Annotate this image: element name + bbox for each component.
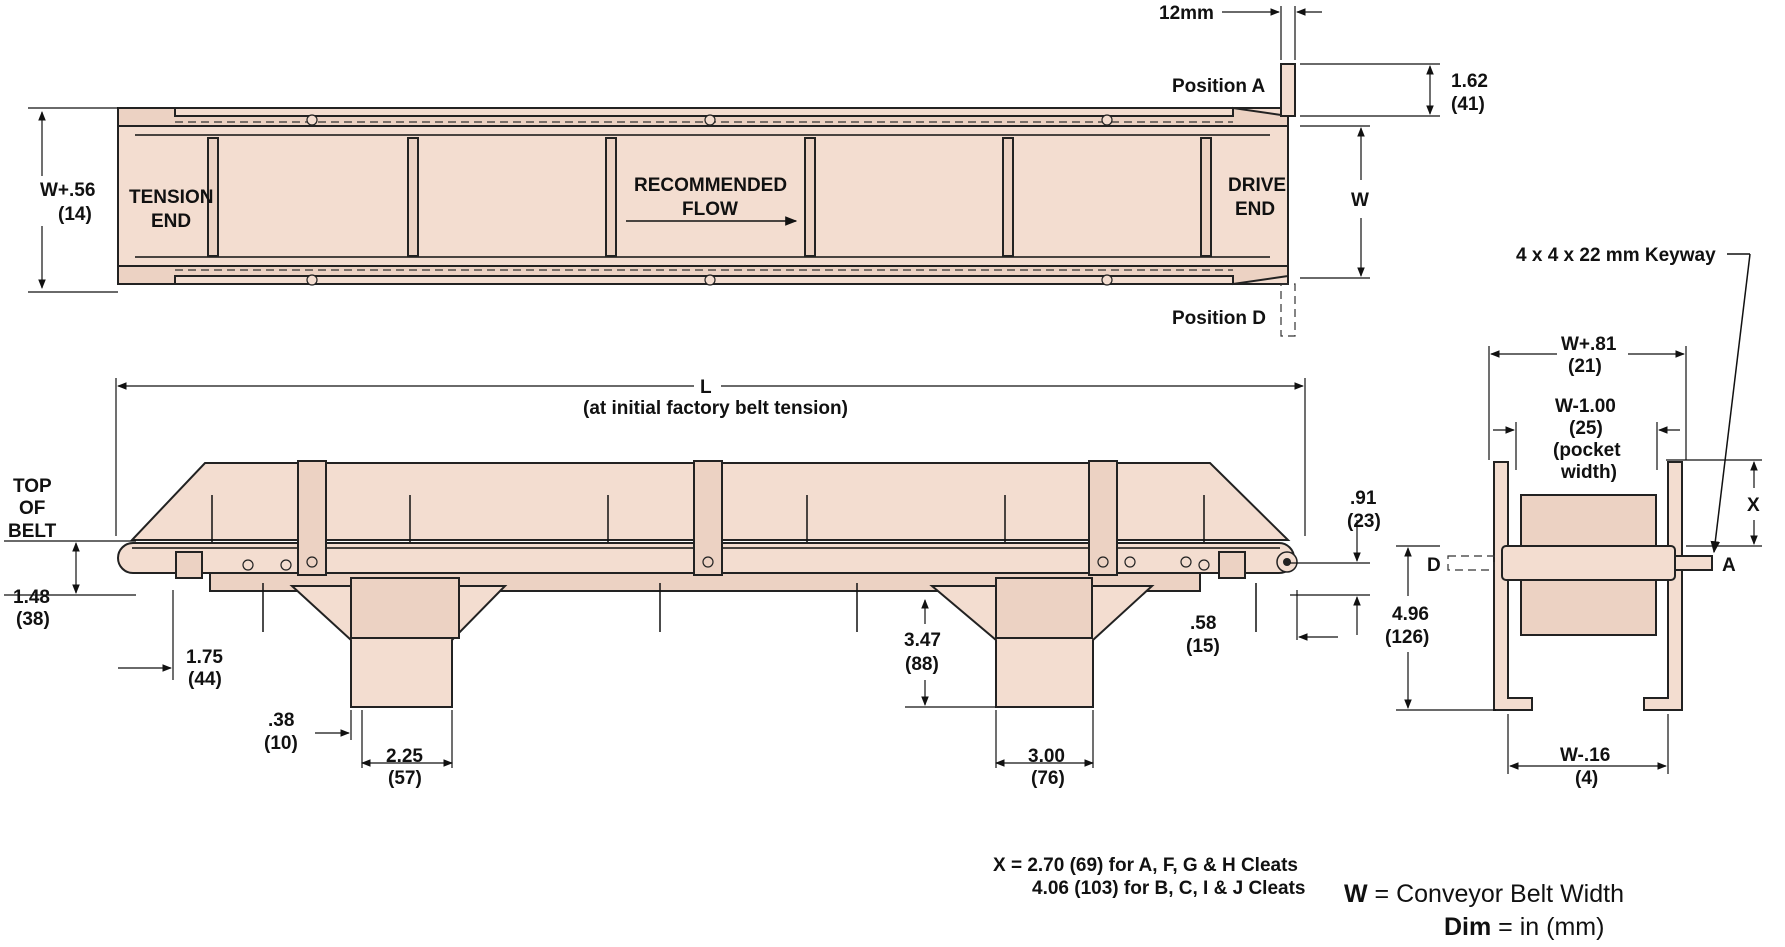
end-h496-mm: (126) bbox=[1385, 627, 1429, 648]
end-w81-mm: (21) bbox=[1568, 356, 1602, 377]
dim-3-47: 3.47 bbox=[904, 630, 941, 651]
drive-end-label-1: DRIVE bbox=[1228, 175, 1286, 196]
end-shaft-a bbox=[1674, 555, 1713, 571]
legend-w: W = Conveyor Belt Width bbox=[1344, 880, 1624, 908]
side-bolts bbox=[242, 556, 1210, 571]
dim-3-00: 3.00 bbox=[1028, 746, 1065, 767]
note-x-line2: 4.06 (103) for B, C, I & J Cleats bbox=[1032, 878, 1306, 899]
dim-0-91: .91 bbox=[1350, 488, 1377, 509]
notes: X = 2.70 (69) for A, F, G & H Cleats 4.0… bbox=[993, 855, 1624, 941]
dim-1-75: 1.75 bbox=[186, 647, 223, 668]
flow-label-2: FLOW bbox=[682, 199, 738, 220]
dim-0-38-mm: (10) bbox=[264, 733, 298, 754]
support-right bbox=[929, 585, 1155, 708]
cleat-pins bbox=[211, 495, 1257, 632]
length-note: (at initial factory belt tension) bbox=[583, 398, 848, 419]
dim-2-25: 2.25 bbox=[386, 746, 423, 767]
tension-end-label-1: TENSION bbox=[129, 187, 213, 208]
drive-end-label-2: END bbox=[1235, 199, 1275, 220]
end-d-label: D bbox=[1427, 555, 1441, 576]
strap-2 bbox=[693, 460, 723, 576]
frame-bolts bbox=[306, 114, 1113, 286]
top-of-belt-2: OF bbox=[19, 498, 45, 519]
pulley-bar bbox=[1501, 545, 1676, 581]
shaft-position-d bbox=[1280, 283, 1296, 337]
end-h496: 4.96 bbox=[1392, 604, 1429, 625]
dim-1-75-mm: (44) bbox=[188, 669, 222, 690]
top-of-belt-3: BELT bbox=[8, 521, 57, 542]
length-label: L bbox=[700, 377, 712, 398]
top-width-dim: W+.56 bbox=[40, 180, 95, 201]
drive-end-block bbox=[1218, 551, 1246, 579]
dim-3-00-mm: (76) bbox=[1031, 768, 1065, 789]
end-a-label: A bbox=[1722, 555, 1736, 576]
top-view-frame bbox=[117, 107, 1289, 285]
pocket-label-1: (pocket bbox=[1553, 440, 1621, 461]
dim-0-91-mm: (23) bbox=[1347, 511, 1381, 532]
legend-w-key: W bbox=[1344, 880, 1368, 908]
dim-0-58-mm: (15) bbox=[1186, 636, 1220, 657]
dim-1-48-mm: (38) bbox=[16, 609, 50, 630]
position-a-label: Position A bbox=[1172, 76, 1266, 97]
right-channel bbox=[1643, 461, 1683, 711]
dim-0-38: .38 bbox=[268, 710, 294, 731]
side-view: L (at initial factory belt tension) bbox=[4, 377, 1381, 789]
flow-label-1: RECOMMENDED bbox=[634, 175, 787, 196]
end-shaft-d bbox=[1447, 555, 1495, 571]
note-x-line1: X = 2.70 (69) for A, F, G & H Cleats bbox=[993, 855, 1298, 876]
end-w100-mm: (25) bbox=[1569, 418, 1603, 439]
end-view: 4 x 4 x 22 mm Keyway W+.81 (21) W-1.00 (… bbox=[1385, 245, 1762, 789]
tension-end-label-2: END bbox=[151, 211, 191, 232]
legend-dim-def: = in (mm) bbox=[1491, 913, 1604, 941]
cross-bars bbox=[207, 137, 1212, 257]
end-w16: W-.16 bbox=[1560, 745, 1610, 766]
dim-0-58: .58 bbox=[1190, 613, 1216, 634]
dim-3-47-mm: (88) bbox=[905, 654, 939, 675]
position-d-label: Position D bbox=[1172, 308, 1266, 329]
tension-end-block bbox=[175, 551, 203, 579]
dim-2-25-mm: (57) bbox=[388, 768, 422, 789]
strap-1 bbox=[297, 460, 327, 576]
top-width-dim-mm: (14) bbox=[58, 204, 92, 225]
end-w81: W+.81 bbox=[1561, 334, 1617, 355]
shaft-len-mm: (41) bbox=[1451, 94, 1485, 115]
end-w100: W-1.00 bbox=[1555, 396, 1616, 417]
legend-dim: Dim = in (mm) bbox=[1444, 913, 1604, 941]
belt-width-dim: W bbox=[1351, 190, 1369, 211]
strap-3 bbox=[1088, 460, 1118, 576]
dim-1-48: 1.48 bbox=[13, 587, 50, 608]
shaft-position-a bbox=[1280, 63, 1296, 117]
legend-w-def: = Conveyor Belt Width bbox=[1368, 880, 1624, 908]
legend-dim-key: Dim bbox=[1444, 913, 1491, 941]
end-x-label: X bbox=[1747, 495, 1760, 516]
end-w16-mm: (4) bbox=[1575, 768, 1598, 789]
shaft-dim: 12mm bbox=[1159, 3, 1214, 24]
top-of-belt-1: TOP bbox=[13, 476, 52, 497]
top-view: W+.56 (14) TENSION END RECOMMENDED FLOW … bbox=[28, 3, 1488, 337]
shaft-len: 1.62 bbox=[1451, 71, 1488, 92]
pocket-label-2: width) bbox=[1560, 462, 1617, 483]
keyway-label: 4 x 4 x 22 mm Keyway bbox=[1516, 245, 1716, 266]
